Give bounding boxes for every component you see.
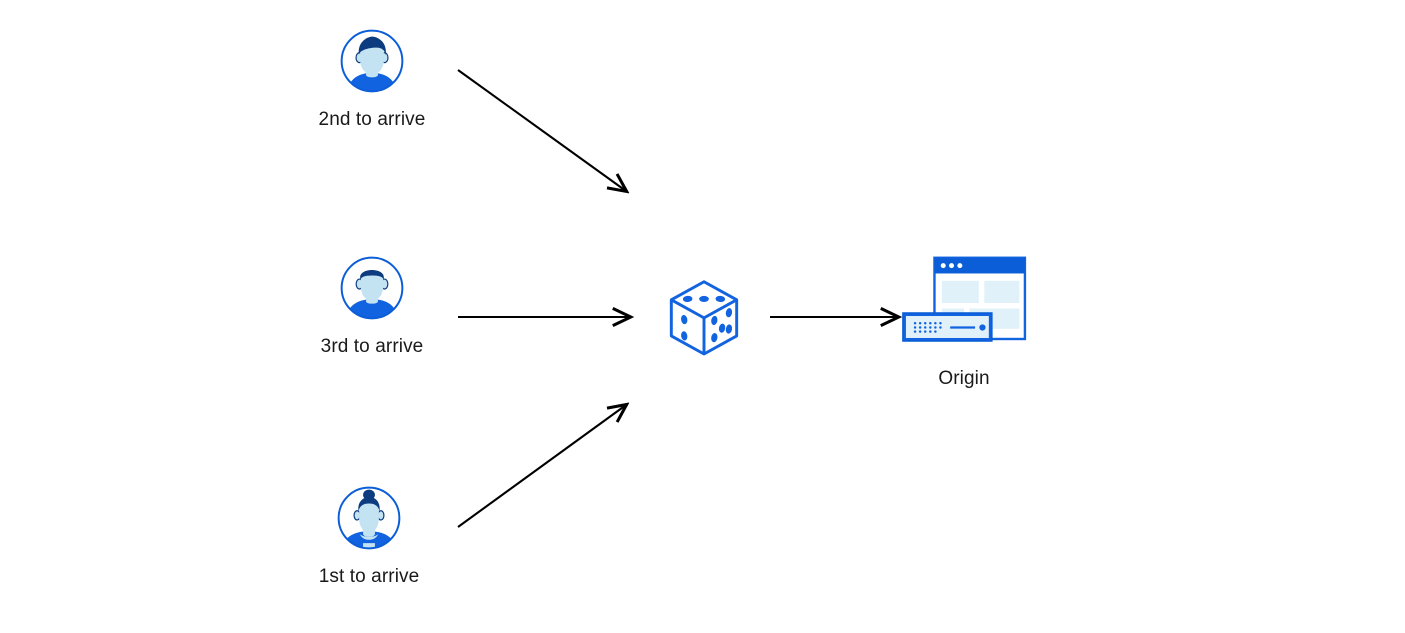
node-client-2nd[interactable]: 2nd to arrive [272,28,472,132]
node-client-3rd[interactable]: 3rd to arrive [272,255,472,359]
node-randomizer[interactable] [644,274,764,374]
dice-icon [669,280,739,356]
user-avatar-short-hair-icon [340,29,404,93]
user-avatar-flattop-hair-icon [340,256,404,320]
arrow-2nd-to-dice [457,69,626,191]
origin-server-browser-icon [902,256,1027,342]
node-label-client-3rd: 3rd to arrive [320,336,424,357]
node-label-client-1st: 1st to arrive [318,566,420,587]
node-label-origin: Origin [938,368,990,389]
server-device-glyph [902,312,993,342]
arrow-1st-to-dice [457,405,626,528]
user-avatar-ponytail-icon [337,486,401,550]
node-label-client-2nd: 2nd to arrive [318,109,426,130]
node-origin[interactable]: Origin [864,255,1064,391]
node-client-1st[interactable]: 1st to arrive [269,485,469,589]
